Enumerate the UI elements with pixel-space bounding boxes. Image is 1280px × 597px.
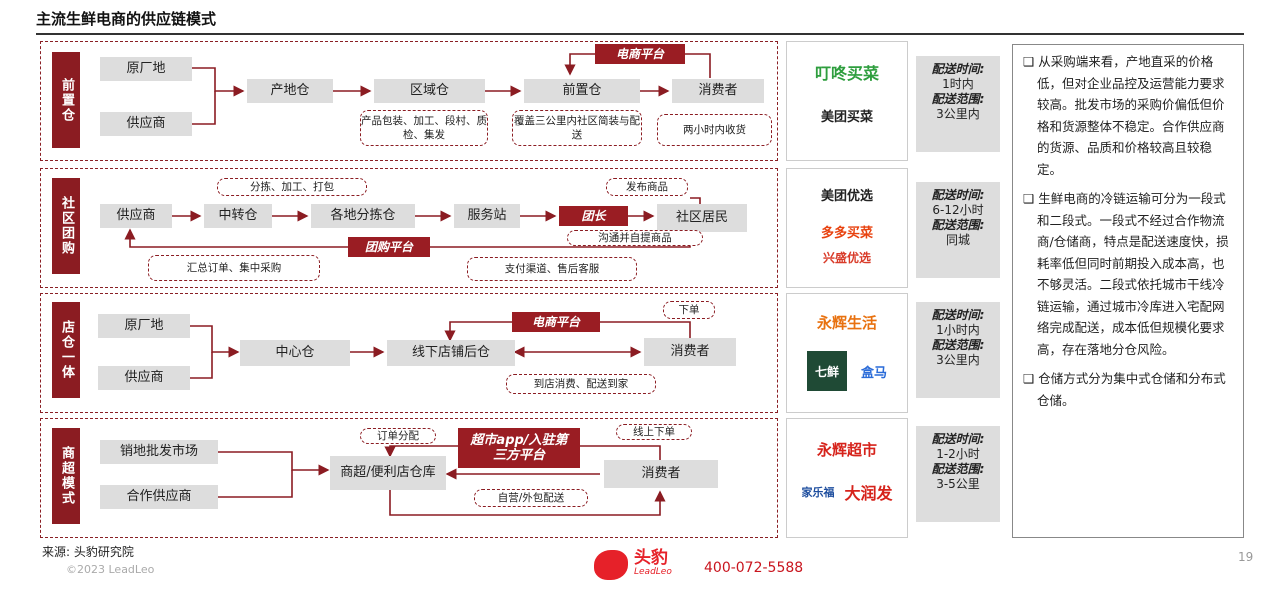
brand-name: 头豹 <box>634 548 668 568</box>
node-supplier: 供应商 <box>100 112 192 136</box>
page-number: 19 <box>1238 550 1254 564</box>
row-label-supermarket: 商超模式 <box>52 428 80 524</box>
logo-seven-fresh: 七鲜 <box>806 351 847 391</box>
node-supplier: 供应商 <box>100 204 172 228</box>
node-supermarket-warehouse: 商超/便利店仓库 <box>330 456 446 490</box>
logo-rt-mart: 大润发 <box>844 484 893 503</box>
node-community-residents: 社区居民 <box>657 204 747 232</box>
group-buying-platform: 团购平台 <box>348 237 430 257</box>
title-rule <box>36 33 1244 35</box>
leopard-icon <box>594 550 628 580</box>
page-title: 主流生鲜电商的供应链模式 <box>36 10 217 28</box>
ecommerce-platform: 电商平台 <box>595 44 685 64</box>
info-supermarket: 配送时间: 1-2小时 配送范围: 3-5公里 <box>916 426 1000 522</box>
panel-front-warehouse <box>40 41 778 161</box>
logos-store-warehouse: 永辉生活 七鲜 盒马 <box>786 293 908 413</box>
logos-front-warehouse: 叮咚买菜 美团买菜 <box>786 41 908 161</box>
node-store-backroom: 线下店铺后仓 <box>387 340 515 366</box>
note-order-allocation: 订单分配 <box>360 428 436 444</box>
bullet-warehousing: ❑ 仓储方式分为集中式仓储和分布式仓储。 <box>1023 371 1226 408</box>
logo-meituan-youxuan: 美团优选 <box>820 189 873 204</box>
row-label-front-warehouse: 前置仓 <box>52 52 80 148</box>
logo-hema: 盒马 <box>860 365 887 381</box>
note-pickup: 沟通并自提商品 <box>567 230 703 246</box>
note-instore-delivery: 到店消费、配送到家 <box>506 374 656 394</box>
panel-community-group <box>40 168 778 288</box>
node-central-warehouse: 中心仓 <box>240 340 350 366</box>
node-origin: 原厂地 <box>98 314 190 338</box>
node-wholesale-market: 销地批发市场 <box>100 440 218 464</box>
note-orders: 汇总订单、集中采购 <box>148 255 320 281</box>
summary-text-box: ❑ 从采购端来看，产地直采的价格低，但对企业品控及运营能力要求较高。批发市场的采… <box>1012 44 1244 538</box>
note-payment: 支付渠道、售后客服 <box>467 257 637 281</box>
node-transit-warehouse: 中转仓 <box>204 204 272 228</box>
row-label-store-warehouse: 店仓一体 <box>52 302 80 398</box>
node-service-station: 服务站 <box>454 204 520 228</box>
note-order: 下单 <box>663 301 715 319</box>
node-consumer: 消费者 <box>672 79 764 103</box>
note-sorting: 分拣、加工、打包 <box>217 178 367 196</box>
brand-logo: 头豹 LeadLeo <box>594 550 672 580</box>
node-supplier: 供应商 <box>98 366 190 390</box>
logos-supermarket: 永辉超市 家乐福 大润发 <box>786 418 908 538</box>
row-label-community-group: 社区团购 <box>52 178 80 274</box>
node-front-warehouse: 前置仓 <box>524 79 640 103</box>
node-sorting-warehouse: 各地分拣仓 <box>311 204 415 228</box>
logo-meituan-maicai: 美团买菜 <box>820 110 873 125</box>
note-self-delivery: 自营/外包配送 <box>474 489 588 507</box>
panel-store-warehouse <box>40 293 778 413</box>
bullet-cold-chain: ❑ 生鲜电商的冷链运输可分为一段式和二段式。一段式不经过合作物流商/仓储商，特点… <box>1023 191 1229 357</box>
node-regional-warehouse: 区域仓 <box>374 79 485 103</box>
panel-supermarket <box>40 418 778 538</box>
source-note: 来源: 头豹研究院 <box>42 545 134 559</box>
note-packaging: 产品包装、加工、段村、质检、集发 <box>360 110 488 146</box>
node-origin-warehouse: 产地仓 <box>247 79 333 103</box>
logo-yonghui-supermarket: 永辉超市 <box>816 441 877 459</box>
supermarket-app-platform: 超市app/入驻第三方平台 <box>458 428 580 468</box>
node-consumer: 消费者 <box>604 460 718 488</box>
logo-duoduo-maicai: 多多买菜 <box>820 226 873 241</box>
logo-carrefour: 家乐福 <box>801 486 835 499</box>
note-publish: 发布商品 <box>606 178 688 196</box>
note-coverage: 覆盖三公里内社区简装与配送 <box>512 110 642 146</box>
info-community-group: 配送时间: 6-12小时 配送范围: 同城 <box>916 182 1000 278</box>
node-partner-supplier: 合作供应商 <box>100 485 218 509</box>
logos-community-group: 美团优选 多多买菜 兴盛优选 <box>786 168 908 288</box>
ecommerce-platform: 电商平台 <box>512 312 600 332</box>
info-front-warehouse: 配送时间: 1时内 配送范围: 3公里内 <box>916 56 1000 152</box>
bullet-procurement: ❑ 从采购端来看，产地直采的价格低，但对企业品控及运营能力要求较高。批发市场的采… <box>1023 54 1225 177</box>
logo-xingsheng-youxuan: 兴盛优选 <box>822 251 871 265</box>
node-origin: 原厂地 <box>100 57 192 81</box>
logo-dingdong: 叮咚买菜 <box>814 64 879 83</box>
note-delivery-time: 两小时内收货 <box>657 114 772 146</box>
note-online-order: 线上下单 <box>616 424 692 440</box>
phone-number: 400-072-5588 <box>704 560 804 576</box>
brand-name-en: LeadLeo <box>634 567 672 577</box>
logo-yonghui-life: 永辉生活 <box>816 314 877 332</box>
copyright: ©2023 LeadLeo <box>66 563 155 576</box>
node-consumer: 消费者 <box>644 338 736 366</box>
group-leader: 团长 <box>559 206 628 226</box>
info-store-warehouse: 配送时间: 1小时内 配送范围: 3公里内 <box>916 302 1000 398</box>
